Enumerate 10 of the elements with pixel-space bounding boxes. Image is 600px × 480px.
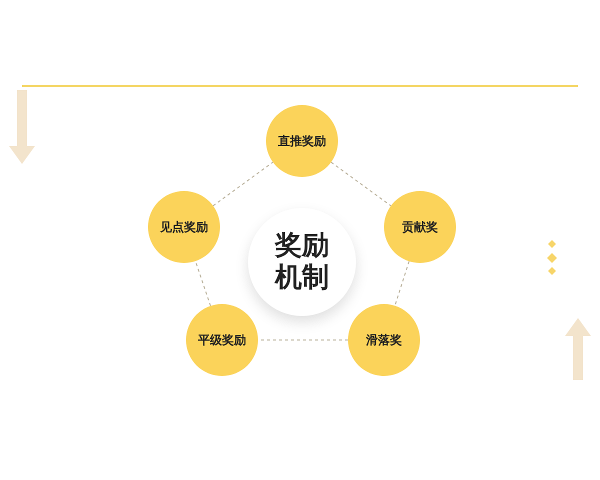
connector-line — [212, 162, 274, 206]
connector-line — [394, 260, 410, 306]
reward-label: 滑落奖 — [366, 332, 402, 348]
connector-line — [194, 260, 212, 306]
reward-label: 直推奖励 — [278, 132, 326, 150]
center-title: 奖励机制 — [274, 230, 330, 294]
reward-label: 贡献奖 — [402, 218, 438, 236]
reward-label: 见点奖励 — [160, 218, 208, 236]
connector-line — [330, 162, 392, 206]
reward-label: 平级奖励 — [198, 332, 246, 348]
